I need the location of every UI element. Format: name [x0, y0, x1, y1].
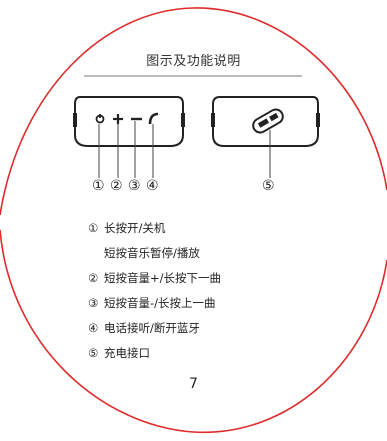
- feature-number: ②: [88, 271, 99, 285]
- usb-port-icon: [252, 108, 284, 134]
- feature-text: 短按音量+/长按下一曲: [104, 271, 222, 285]
- page-number: 7: [189, 376, 198, 392]
- feature-text: 短按音量-/长按上一曲: [104, 296, 216, 310]
- feature-number: ④: [88, 321, 99, 335]
- title-underline: [84, 75, 302, 77]
- feature-item: ④ 电话接听/断开蓝牙: [88, 320, 200, 336]
- phone-icon: [148, 112, 159, 125]
- callout-4: ④: [146, 178, 159, 194]
- callout-1: ①: [92, 178, 105, 194]
- feature-item: ③ 短按音量-/长按上一曲: [88, 295, 216, 311]
- feature-text: 长按开/关机: [104, 221, 166, 235]
- feature-number: ⑤: [88, 346, 99, 360]
- plus-icon: [113, 114, 123, 124]
- device-back-view: [211, 96, 320, 147]
- feature-number: ③: [88, 296, 99, 310]
- device-front-view: [73, 96, 185, 147]
- feature-item: ① 长按开/关机: [88, 220, 165, 236]
- feature-item: ⑤ 充电接口: [88, 345, 150, 361]
- feature-item: ② 短按音量+/长按下一曲: [88, 270, 221, 286]
- feature-text: 电话接听/断开蓝牙: [104, 321, 200, 335]
- power-icon: [95, 114, 105, 124]
- feature-text: 短按音乐暂停/播放: [104, 246, 200, 260]
- feature-number: ①: [88, 221, 99, 235]
- leader-lines: [98, 121, 271, 178]
- callout-5: ⑤: [262, 178, 275, 194]
- callout-2: ②: [110, 178, 123, 194]
- feature-item: 短按音乐暂停/播放: [88, 245, 200, 261]
- callout-3: ③: [128, 178, 141, 194]
- feature-text: 充电接口: [104, 346, 150, 360]
- page-border-arc: [0, 7, 387, 434]
- page-title: 图示及功能说明: [146, 54, 241, 69]
